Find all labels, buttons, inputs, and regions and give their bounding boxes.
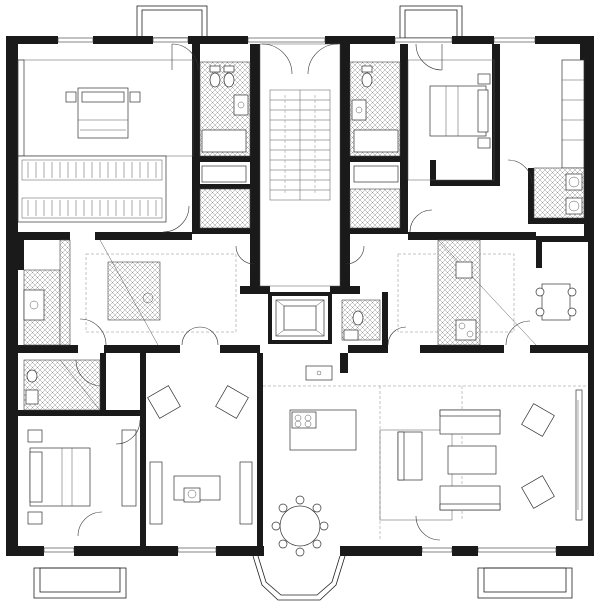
sink-icon: [25, 389, 39, 405]
elevator-icon: [275, 299, 325, 337]
bathroom-right: [349, 61, 401, 229]
living-room: [379, 386, 583, 540]
sink-icon: [455, 261, 473, 279]
washing-machine-icon: [565, 173, 583, 215]
armchair-icon: [521, 403, 555, 437]
toilet-icon: [352, 310, 364, 326]
kitchen-dining: [263, 365, 588, 557]
sofa-icon: [397, 431, 423, 481]
bay-window-bottom: [252, 555, 346, 601]
master-bedroom-left: [17, 59, 194, 157]
hall-left: [85, 239, 237, 346]
bathroom-lower-left: [23, 359, 101, 411]
elevator: [268, 292, 332, 344]
armchair-icon: [147, 385, 181, 419]
armchair-icon: [215, 385, 249, 419]
bed-icon: [429, 73, 491, 149]
balcony-bottom-left: [33, 567, 127, 599]
bathtub-icon: [201, 129, 247, 153]
armchair-icon: [521, 475, 555, 509]
bathroom-mid-left: [23, 239, 71, 346]
bathtub-icon: [353, 129, 399, 153]
dining-table-icon: [535, 283, 577, 321]
bed-icon: [27, 429, 91, 525]
bed-icon: [65, 87, 141, 139]
bathroom-left: [199, 61, 251, 229]
sink-icon: [351, 99, 367, 121]
bathroom-center-right: [341, 299, 381, 341]
bedroom-bottom-left: [27, 429, 137, 537]
door-icon: [75, 43, 533, 541]
desk-icon: [173, 475, 221, 503]
dining-table-icon: [271, 495, 329, 557]
exterior-walls: [6, 36, 594, 556]
toilet-icon: [26, 369, 38, 383]
toilet-icon: [361, 65, 373, 88]
balcony-top-left: [136, 5, 208, 39]
study: [147, 385, 253, 525]
balcony-bottom-right: [477, 567, 573, 599]
kitchenette-right: [397, 239, 577, 346]
walk-in-closet: [17, 155, 167, 223]
sofa-icon: [439, 485, 501, 511]
master-bedroom-right: [407, 59, 585, 219]
kitchen-island-icon: [289, 409, 357, 451]
sink-icon: [233, 94, 249, 116]
staircase: [259, 43, 341, 287]
interior-walls: [18, 44, 588, 553]
balcony-top-right: [399, 5, 463, 39]
toilet-icon: [223, 65, 235, 88]
sofa-icon: [439, 409, 501, 435]
stairs-icon: [269, 89, 331, 201]
toilet-icon: [209, 65, 221, 88]
